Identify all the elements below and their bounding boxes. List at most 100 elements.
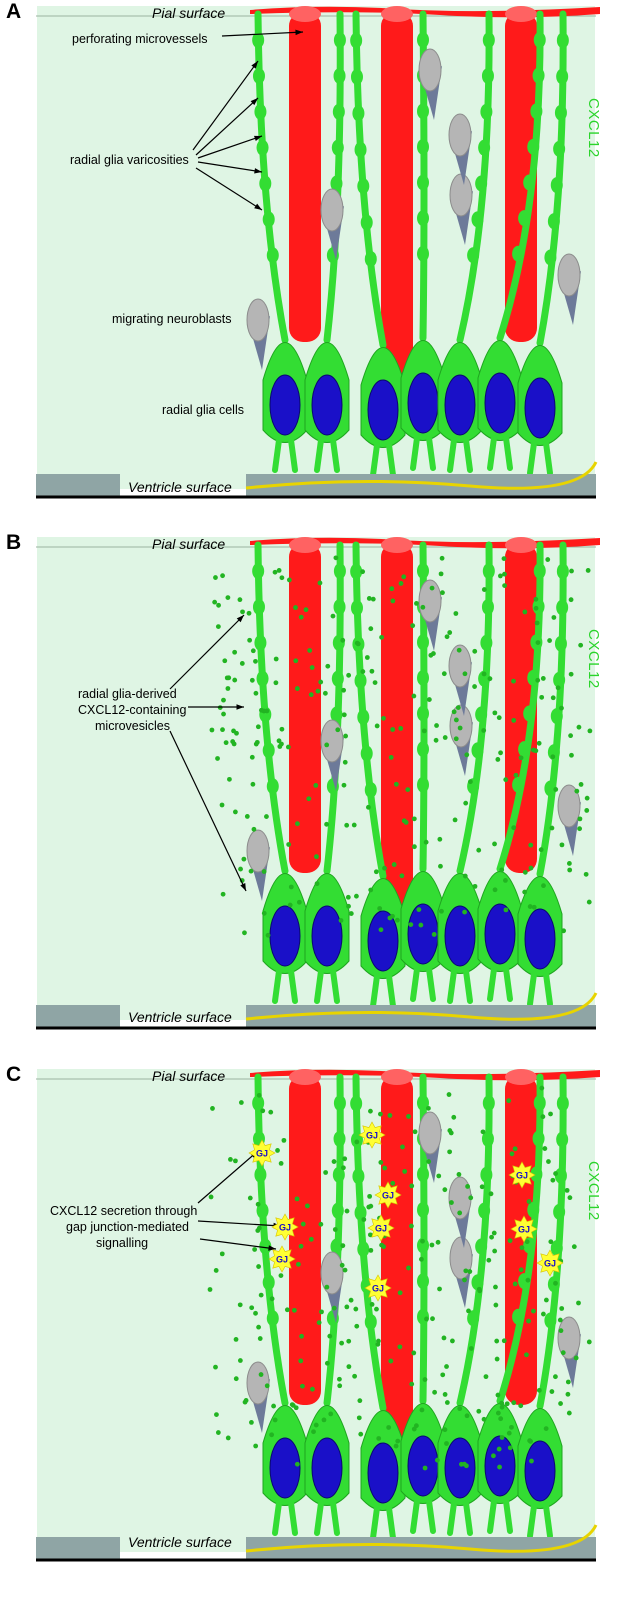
cxcl12-microvesicle [437,1286,442,1292]
cxcl12-microvesicle [494,1338,500,1344]
cxcl12-microvesicle [498,750,503,756]
cxcl12-microvesicle [462,873,468,879]
cxcl12-microvesicle [401,818,407,824]
cxcl12-microvesicle [466,1308,471,1314]
glia-varicosity [360,745,373,762]
glia-varicosity [553,671,566,688]
gap-junction-badge [248,1139,276,1167]
annotation-gj-line-1: CXCL12 secretion through [50,1204,198,1218]
glia-end-foot [314,968,340,1004]
cxcl12-microvesicle [288,884,294,890]
cxcl12-microvesicle [472,883,478,889]
cxcl12-microvesicle [342,759,348,765]
cxcl12-microvesicle [567,867,573,873]
cxcl12-microvesicle [264,1383,270,1389]
glia-nucleus [311,905,343,967]
cxcl12-microvesicle [511,678,516,684]
cxcl12-microvesicle [391,862,397,867]
glia-varicosity [332,634,345,651]
cxcl12-microvesicle [265,932,271,938]
glia-varicosity [333,67,346,84]
cxcl12-microvesicle [433,737,439,743]
cxcl12-microvesicle [412,844,417,850]
glia-varicosity [530,1166,543,1183]
glia-varicosity [350,32,363,49]
cxcl12-microvesicle [518,1403,524,1409]
radial-glia-fibre [254,10,289,344]
cxcl12-microvesicle [314,881,320,887]
microvessel-top [289,537,321,553]
cxcl12-microvesicle [457,1406,463,1412]
cxcl12-microvesicle [251,826,257,832]
cxcl12-microvesicle [499,1404,505,1410]
cxcl12-microvesicle [447,1149,453,1155]
cxcl12-microvesicle [496,715,502,721]
glia-varicosity [480,634,493,651]
cxcl12-microvesicle [457,725,463,731]
cxcl12-microvesicle [376,1338,381,1344]
cxcl12-microvesicle [279,726,285,732]
cxcl12-microvesicle [374,1306,379,1312]
cxcl12-microvesicle [420,1238,425,1244]
radial-glia-fibre [254,541,289,875]
cxcl12-microvesicle [381,715,386,721]
cxcl12-microvesicle [296,899,302,905]
cxcl12-microvesicle [376,1436,382,1441]
cxcl12-microvesicle [406,1265,411,1271]
glia-varicosity [417,210,429,227]
cxcl12-microvesicle [366,596,372,601]
cxcl12-microvesicle [377,906,383,911]
cxcl12-microvesicle [558,1328,564,1334]
cxcl12-microvesicle [313,1422,319,1428]
cxcl12-microvesicle [424,1316,429,1322]
annotation-arrow [169,730,247,892]
cxcl12-microvesicle [311,1429,316,1435]
cxcl12-microvesicle [214,1412,219,1417]
cxcl12-microvesicle [493,1302,499,1308]
cxcl12-microvesicle [418,1256,424,1262]
glia-varicosity [354,672,367,689]
cxcl12-microvesicle [388,1358,394,1364]
glia-varicosity [556,1131,569,1148]
migrating-neuroblast [246,298,270,342]
cxcl12-microvesicle [287,902,293,908]
cxcl12-microvesicle [273,656,279,662]
annotation-microvesicles-line-3: microvesicles [95,719,171,733]
gap-junction-badge [364,1274,392,1302]
cxcl12-microvesicle [444,1400,450,1405]
cxcl12-microvesicle [456,647,462,653]
cxcl12-microvesicle [323,1170,329,1175]
cxcl12-microvesicle [299,1333,304,1339]
cxcl12-microvesicle [568,671,574,677]
cxcl12-microvesicle [328,1411,334,1417]
cxcl12-microvesicle [300,1383,305,1389]
cxcl12-microvesicle [258,1372,264,1377]
annotation-gj-line-2: gap junction-mediated [66,1220,189,1234]
glia-varicosity [252,563,265,580]
cxcl12-microvesicle [476,847,482,853]
gap-junction-label: GJ [544,1259,556,1269]
gap-junction-label: GJ [256,1149,268,1159]
radial-glia-fibre [536,10,567,347]
glia-varicosity [333,598,346,615]
glia-varicosity [481,1130,494,1147]
cxcl12-microvesicle [268,1109,274,1115]
glia-nucleus [524,1440,556,1502]
glia-nucleus [269,905,301,967]
cxcl12-microvesicle [293,605,298,610]
cxcl12-microvesicle [354,1139,360,1145]
cxcl12-microvesicle [545,557,551,562]
cxcl12-microvesicle [339,1340,345,1346]
glia-varicosity [481,598,494,615]
glia-end-foot [487,966,513,1002]
glia-varicosity [252,598,265,615]
glia-varicosity [331,139,344,156]
cxcl12-microvesicle [463,800,469,806]
glia-varicosity [254,1166,267,1183]
cxcl12-microvesicle [481,1416,487,1422]
cxcl12-side-label: CXCL12 [585,629,602,689]
cxcl12-microvesicle [344,1208,350,1214]
cxcl12-microvesicle [578,782,584,787]
glia-nucleus [407,1435,439,1497]
cxcl12-microvesicle [423,839,429,845]
